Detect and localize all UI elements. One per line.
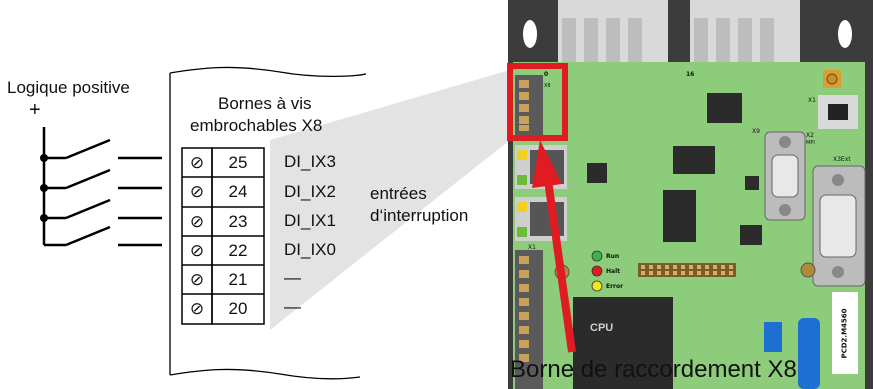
screw-icon: ⊘ — [189, 299, 205, 318]
board-label-x3ext: X3Ext — [833, 156, 851, 163]
switch-row-1 — [40, 138, 162, 162]
board-label-x1b: X1 — [528, 244, 536, 251]
screw-icon: ⊘ — [189, 182, 205, 201]
pin-number: 21 — [228, 269, 248, 289]
screw-icon: ⊘ — [189, 240, 205, 260]
red-pointer-arrow — [532, 140, 576, 353]
pin-number: 25 — [228, 152, 248, 172]
interrupt-label-line1: entrées — [370, 184, 427, 203]
led-halt-label: Halt — [606, 268, 620, 275]
led-error-label: Error — [606, 283, 624, 290]
plus-sign: + — [29, 99, 41, 121]
signal-name: — — [284, 268, 301, 287]
bottom-caption: Borne de raccordement X8 — [510, 356, 797, 383]
page-top-edge — [169, 66, 366, 78]
pin-number: 24 — [228, 182, 248, 201]
switch-row-2 — [40, 168, 162, 192]
led-run-label: Run — [606, 253, 620, 260]
signal-name: DI_IX2 — [284, 182, 336, 201]
terminal-title-line1: Bornes à vis — [218, 94, 312, 113]
logic-label: Logique positive — [7, 78, 130, 97]
board-label-x2: X2 — [806, 132, 814, 139]
board-label-mpi: MPI — [806, 140, 815, 146]
pin-number: 22 — [228, 240, 248, 260]
switch-row-4 — [44, 225, 162, 247]
board-label-16: 16 — [686, 71, 695, 78]
switch-row-3 — [40, 198, 162, 222]
interrupt-label-line2: d‘interruption — [370, 206, 469, 225]
screw-icon: ⊘ — [189, 269, 205, 289]
signal-name: — — [284, 297, 301, 316]
board-label-0: 0 — [544, 71, 549, 78]
terminal-block — [181, 147, 265, 325]
cpu-label: CPU — [590, 322, 614, 334]
board-label-x9: X9 — [752, 128, 760, 135]
signal-name: DI_IX1 — [284, 211, 336, 230]
screw-icon: ⊘ — [189, 152, 205, 172]
pin-number: 23 — [228, 211, 248, 231]
model-label: PCD2.M4560 — [840, 308, 849, 359]
terminal-title-line2: embrochables X8 — [190, 116, 323, 135]
x8-highlight-box — [507, 63, 568, 141]
pin-number: 20 — [228, 299, 248, 318]
projection-wedge — [270, 70, 520, 330]
controller-board — [507, 0, 873, 389]
signal-name: DI_IX0 — [284, 240, 336, 259]
board-label-x1: X1 — [808, 97, 816, 104]
page-bottom-edge — [169, 368, 361, 380]
board-label-x8: X8 — [544, 83, 551, 89]
signal-name: DI_IX3 — [284, 152, 336, 171]
screw-icon: ⊘ — [189, 211, 205, 231]
